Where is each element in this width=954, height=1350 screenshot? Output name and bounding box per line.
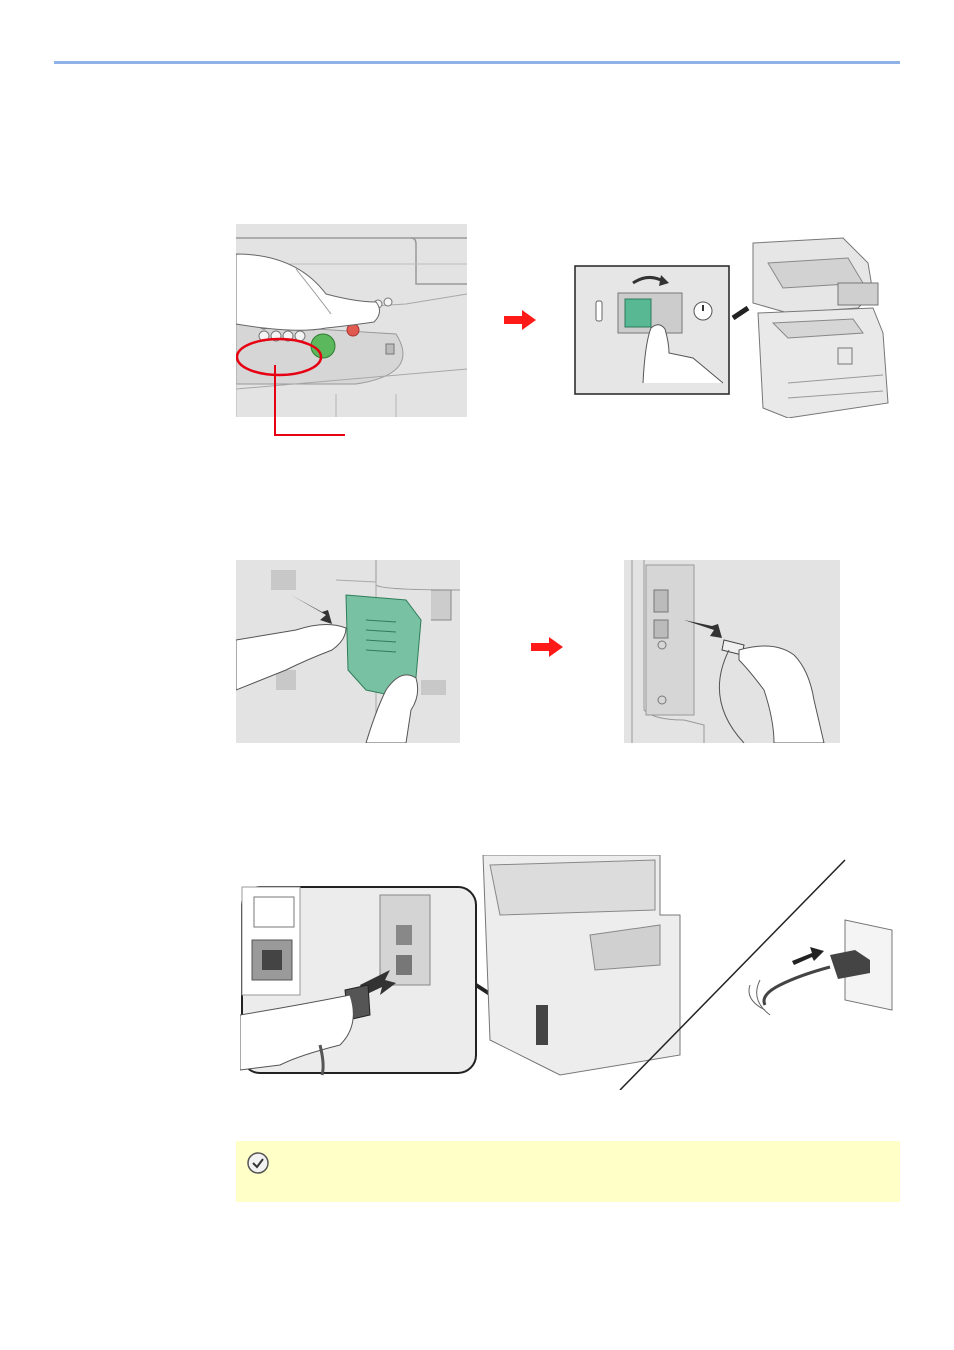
red-arrow-icon: [531, 637, 563, 657]
callout-leader-line: [274, 365, 345, 436]
interface-cover-illustration: [236, 560, 460, 743]
check-icon: [247, 1152, 269, 1174]
red-arrow-icon: [504, 310, 536, 330]
usb-connection-illustration: [624, 560, 840, 743]
header-rule: [54, 61, 900, 64]
note-box: [236, 1141, 900, 1202]
power-cord-illustration: [240, 855, 900, 1090]
power-switch-illustration: [573, 233, 899, 418]
